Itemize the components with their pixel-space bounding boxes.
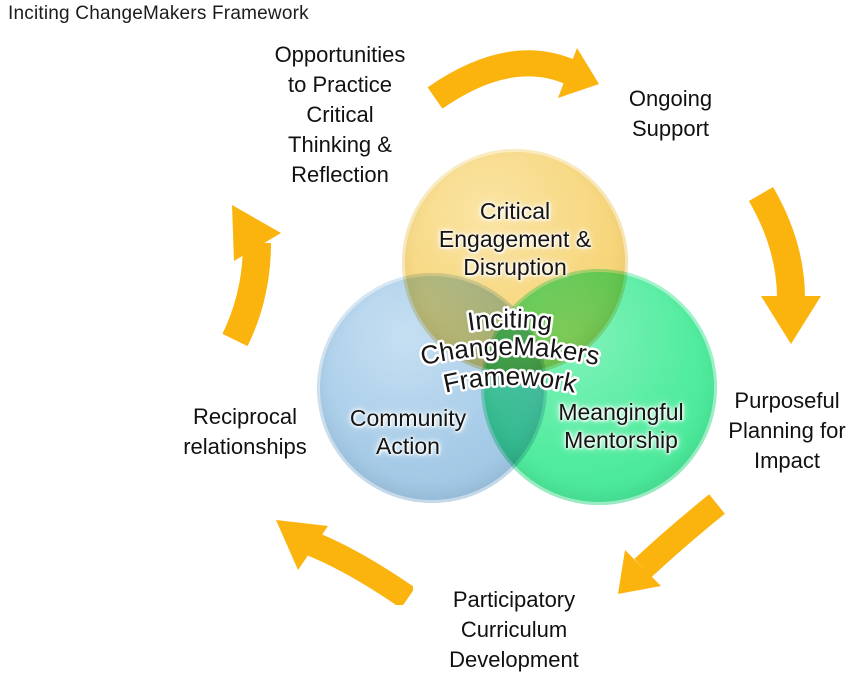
page-title: Inciting ChangeMakers Framework (8, 3, 309, 24)
center-label-line3: Framework (441, 361, 581, 399)
circle-label-critical-engagement: Critical Engagement & Disruption (438, 198, 592, 280)
label-ongoing-support: Ongoing Support (628, 86, 713, 141)
cycle-arrow-bottom-left-icon (276, 520, 413, 605)
label-opportunities-to-practice: Opportunities to Practice Critical Think… (274, 42, 406, 187)
center-label-line1: Inciting (466, 303, 555, 336)
circle-label-community-action: Community Action (349, 405, 467, 459)
circle-label-meaningful-mentorship: Meangingful Mentorship (558, 399, 684, 453)
label-purposeful-planning: Purposeful Planning for Impact (728, 388, 846, 473)
label-participatory-curriculum: Participatory Curriculum Development (449, 587, 579, 672)
venn-center-label: Inciting ChangeMakers Framework (415, 301, 605, 401)
cycle-arrow-right-icon (748, 187, 821, 344)
cycle-arrow-left-icon (222, 205, 281, 347)
cycle-arrow-top-icon (427, 48, 599, 109)
cycle-arrow-bottom-right-icon (618, 494, 725, 594)
label-reciprocal-relationships: Reciprocal relationships (183, 404, 307, 459)
circle-meaningful-mentorship (481, 269, 717, 505)
